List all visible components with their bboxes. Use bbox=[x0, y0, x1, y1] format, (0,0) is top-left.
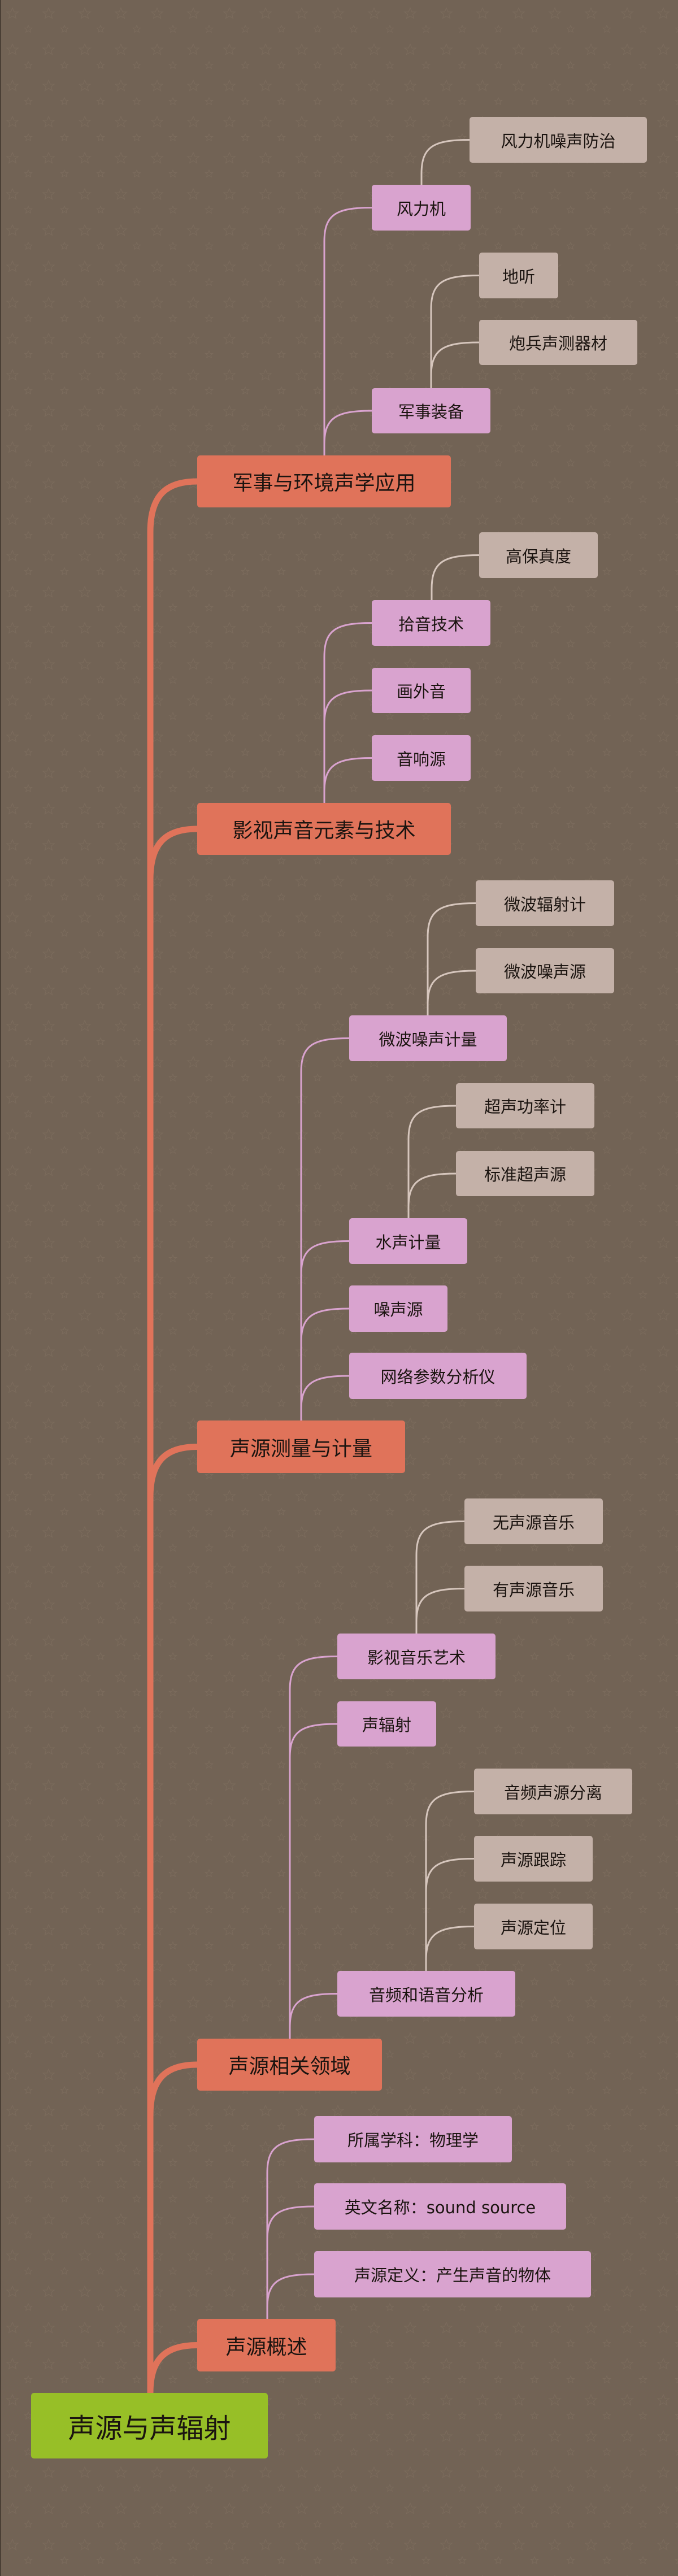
connector-line bbox=[266, 2205, 315, 2320]
topic-node[interactable]: 微波噪声计量 bbox=[349, 1015, 507, 1061]
subtopic-node[interactable]: 超声功率计 bbox=[456, 1083, 594, 1128]
subtopic-node[interactable]: 微波辐射计 bbox=[476, 880, 614, 926]
connector-line bbox=[147, 2061, 201, 2396]
connector-line bbox=[323, 207, 373, 457]
subtopic-node[interactable]: 标准超声源 bbox=[456, 1151, 594, 1196]
topic-node[interactable]: 声源定义：产生声音的物体 bbox=[314, 2251, 591, 2297]
topic-node[interactable]: 军事装备 bbox=[372, 388, 490, 433]
subtopic-node[interactable]: 无声源音乐 bbox=[464, 1498, 603, 1544]
connector-line bbox=[300, 1037, 350, 1422]
connector-line bbox=[323, 410, 373, 457]
topic-node[interactable]: 水声计量 bbox=[349, 1218, 467, 1264]
connector-line bbox=[300, 1307, 350, 1422]
connector-line bbox=[147, 1444, 201, 2396]
connector-line bbox=[427, 902, 477, 1017]
connector-line bbox=[289, 1993, 338, 2040]
topic-node[interactable]: 音响源 bbox=[372, 735, 471, 781]
topic-node[interactable]: 所属学科：物理学 bbox=[314, 2116, 512, 2162]
topic-node[interactable]: 音频和语音分析 bbox=[337, 1971, 515, 2017]
subtopic-node[interactable]: 高保真度 bbox=[479, 532, 598, 578]
branch-node[interactable]: 声源概述 bbox=[197, 2319, 336, 2371]
connector-line bbox=[415, 1521, 466, 1635]
branch-node[interactable]: 军事与环境声学应用 bbox=[197, 455, 451, 507]
connector-line bbox=[415, 1588, 466, 1635]
subtopic-node[interactable]: 风力机噪声防治 bbox=[470, 117, 647, 163]
connector-line bbox=[266, 2138, 315, 2320]
connector-line bbox=[289, 1656, 338, 2040]
connector-line bbox=[323, 757, 373, 804]
connector-line bbox=[147, 478, 201, 2396]
connector-line bbox=[420, 139, 471, 186]
branch-node[interactable]: 声源相关领域 bbox=[197, 2039, 382, 2091]
topic-node[interactable]: 影视音乐艺术 bbox=[337, 1634, 496, 1679]
connector-line bbox=[427, 970, 477, 1017]
connector-line bbox=[323, 622, 373, 804]
connector-line bbox=[266, 2273, 315, 2320]
root-node[interactable]: 声源与声辐射 bbox=[31, 2393, 268, 2458]
branch-node[interactable]: 声源测量与计量 bbox=[197, 1421, 405, 1473]
connector-line bbox=[407, 1172, 457, 1219]
subtopic-node[interactable]: 音频声源分离 bbox=[474, 1769, 632, 1814]
subtopic-node[interactable]: 炮兵声测器材 bbox=[479, 320, 637, 365]
connector-line bbox=[289, 1723, 338, 2040]
connector-line bbox=[425, 1858, 475, 1972]
branch-node[interactable]: 影视声音元素与技术 bbox=[197, 803, 451, 855]
connector-line bbox=[300, 1240, 350, 1422]
connector-line bbox=[147, 2342, 201, 2396]
connector-line bbox=[425, 1926, 475, 1972]
subtopic-node[interactable]: 声源跟踪 bbox=[474, 1836, 593, 1882]
connector-line bbox=[430, 275, 480, 389]
topic-node[interactable]: 风力机 bbox=[372, 185, 471, 231]
connector-line bbox=[407, 1105, 457, 1219]
subtopic-node[interactable]: 微波噪声源 bbox=[476, 948, 614, 993]
connector-line bbox=[431, 554, 480, 601]
connector-line bbox=[147, 826, 201, 2396]
connector-line bbox=[300, 1375, 350, 1422]
topic-node[interactable]: 噪声源 bbox=[349, 1285, 447, 1332]
topic-node[interactable]: 英文名称：sound source bbox=[314, 2183, 566, 2230]
topic-node[interactable]: 画外音 bbox=[372, 668, 471, 713]
topic-node[interactable]: 声辐射 bbox=[337, 1701, 436, 1747]
subtopic-node[interactable]: 声源定位 bbox=[474, 1904, 593, 1949]
connector-line bbox=[430, 341, 480, 389]
subtopic-node[interactable]: 有声源音乐 bbox=[464, 1566, 603, 1611]
connector-line bbox=[425, 1791, 475, 1972]
connector-line bbox=[323, 689, 373, 804]
topic-node[interactable]: 拾音技术 bbox=[372, 600, 490, 646]
canvas-left-border bbox=[0, 0, 1, 2576]
topic-node[interactable]: 网络参数分析仪 bbox=[349, 1353, 527, 1399]
subtopic-node[interactable]: 地听 bbox=[479, 253, 558, 298]
